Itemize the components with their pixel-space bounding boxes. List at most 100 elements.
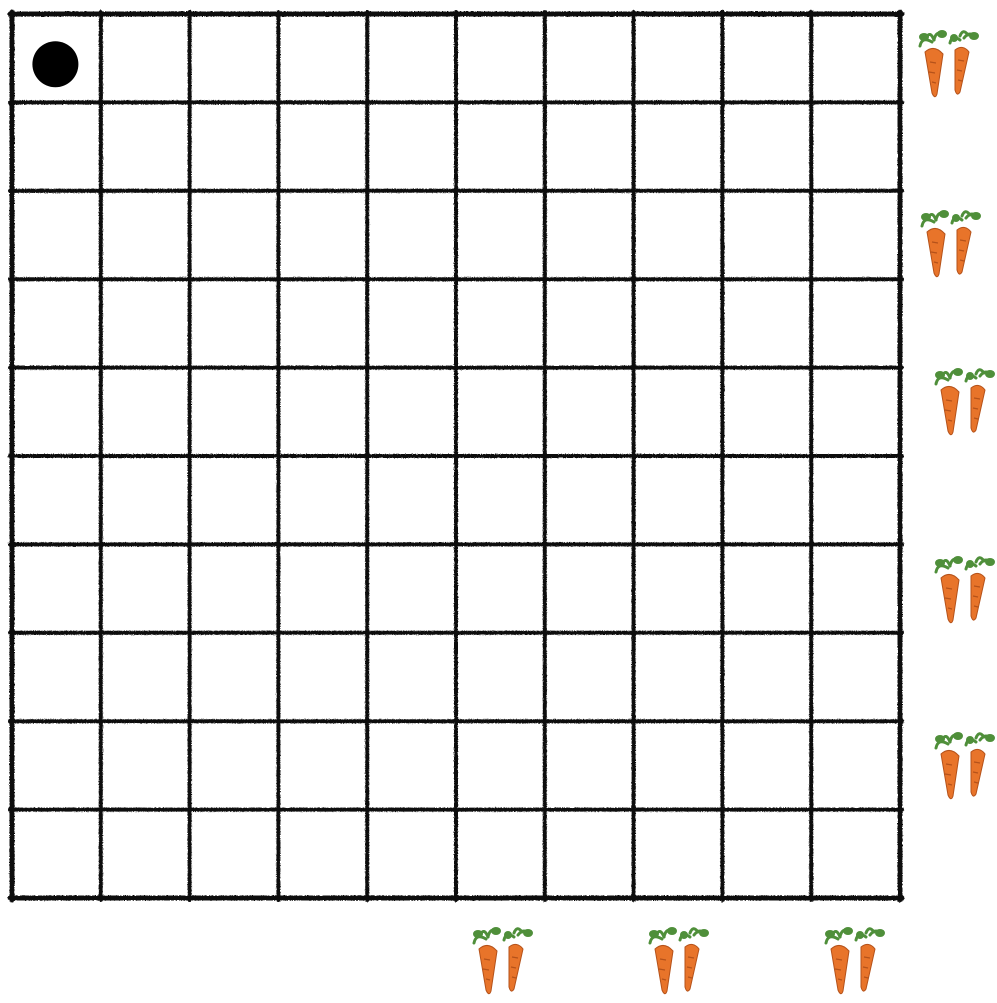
- grid-cell[interactable]: [814, 282, 897, 364]
- grid-cell[interactable]: [814, 547, 897, 629]
- grid-cell[interactable]: [15, 547, 98, 629]
- grid-cell[interactable]: [459, 813, 542, 895]
- grid-cell[interactable]: [370, 282, 453, 364]
- grid-cell[interactable]: [15, 371, 98, 453]
- grid-cell[interactable]: [637, 282, 720, 364]
- grid-cell[interactable]: [459, 636, 542, 718]
- grid-cell[interactable]: [725, 282, 808, 364]
- grid-cell[interactable]: [548, 813, 631, 895]
- grid-cell[interactable]: [459, 547, 542, 629]
- grid-cell[interactable]: [193, 105, 276, 187]
- grid-cell[interactable]: [637, 459, 720, 541]
- player-token[interactable]: [32, 41, 78, 87]
- grid-cell[interactable]: [725, 813, 808, 895]
- grid-cell[interactable]: [725, 105, 808, 187]
- grid-cell[interactable]: [814, 459, 897, 541]
- grid-cell[interactable]: [370, 105, 453, 187]
- grid-cell[interactable]: [193, 194, 276, 276]
- grid-cell[interactable]: [281, 547, 364, 629]
- grid-cell[interactable]: [370, 17, 453, 99]
- grid-cell[interactable]: [637, 194, 720, 276]
- grid-cell[interactable]: [459, 194, 542, 276]
- grid-cell[interactable]: [193, 282, 276, 364]
- grid-cell[interactable]: [281, 17, 364, 99]
- grid-cell[interactable]: [281, 282, 364, 364]
- grid-cell[interactable]: [814, 636, 897, 718]
- grid-cell[interactable]: [725, 17, 808, 99]
- grid-cell[interactable]: [104, 813, 187, 895]
- grid-cell[interactable]: [459, 724, 542, 806]
- grid-cell[interactable]: [193, 17, 276, 99]
- grid-cell[interactable]: [104, 282, 187, 364]
- grid-cell[interactable]: [637, 724, 720, 806]
- grid-cell[interactable]: [104, 371, 187, 453]
- grid-cell[interactable]: [104, 17, 187, 99]
- grid-cell[interactable]: [281, 636, 364, 718]
- grid-cell[interactable]: [637, 547, 720, 629]
- grid-cell[interactable]: [637, 371, 720, 453]
- grid-cell[interactable]: [370, 813, 453, 895]
- grid-cell[interactable]: [193, 459, 276, 541]
- grid-cell[interactable]: [548, 105, 631, 187]
- grid-cell[interactable]: [725, 371, 808, 453]
- grid-cell[interactable]: [459, 459, 542, 541]
- grid-cell[interactable]: [15, 636, 98, 718]
- grid-cell[interactable]: [15, 194, 98, 276]
- grid-cell[interactable]: [725, 194, 808, 276]
- grid-cell[interactable]: [370, 371, 453, 453]
- grid-cell[interactable]: [459, 282, 542, 364]
- grid-cell[interactable]: [548, 724, 631, 806]
- grid-cell[interactable]: [725, 547, 808, 629]
- grid-cell[interactable]: [193, 371, 276, 453]
- grid-cell[interactable]: [548, 547, 631, 629]
- grid-cell[interactable]: [725, 636, 808, 718]
- grid-cell[interactable]: [814, 194, 897, 276]
- grid-cell[interactable]: [370, 636, 453, 718]
- grid-cell[interactable]: [548, 282, 631, 364]
- grid-cell[interactable]: [459, 17, 542, 99]
- grid-cell[interactable]: [281, 813, 364, 895]
- grid-cell[interactable]: [814, 17, 897, 99]
- grid-cell[interactable]: [814, 105, 897, 187]
- grid-cell[interactable]: [193, 547, 276, 629]
- grid-cell[interactable]: [814, 724, 897, 806]
- grid-cell[interactable]: [548, 194, 631, 276]
- grid-cell[interactable]: [548, 371, 631, 453]
- grid-cell[interactable]: [104, 724, 187, 806]
- grid-cell[interactable]: [193, 636, 276, 718]
- grid-cell[interactable]: [370, 724, 453, 806]
- grid-cell[interactable]: [459, 105, 542, 187]
- grid-cell[interactable]: [281, 194, 364, 276]
- grid-cell[interactable]: [637, 105, 720, 187]
- grid-cell[interactable]: [548, 459, 631, 541]
- grid-cell[interactable]: [104, 194, 187, 276]
- grid-cell[interactable]: [548, 636, 631, 718]
- grid-cell[interactable]: [814, 371, 897, 453]
- grid-cell[interactable]: [370, 459, 453, 541]
- grid-cell[interactable]: [637, 636, 720, 718]
- grid-cell[interactable]: [370, 194, 453, 276]
- grid-cell[interactable]: [193, 813, 276, 895]
- grid-cell[interactable]: [281, 459, 364, 541]
- grid-cell[interactable]: [725, 724, 808, 806]
- grid-cell[interactable]: [281, 371, 364, 453]
- grid-cell[interactable]: [637, 17, 720, 99]
- grid-cell[interactable]: [814, 813, 897, 895]
- grid-cell[interactable]: [15, 813, 98, 895]
- grid-cell[interactable]: [15, 105, 98, 187]
- grid-cell[interactable]: [370, 547, 453, 629]
- grid-cell[interactable]: [104, 459, 187, 541]
- grid-cell[interactable]: [193, 724, 276, 806]
- grid-cell[interactable]: [104, 547, 187, 629]
- grid-cell[interactable]: [104, 105, 187, 187]
- grid-cell[interactable]: [104, 636, 187, 718]
- grid-cell[interactable]: [548, 17, 631, 99]
- grid-cell[interactable]: [15, 724, 98, 806]
- grid-cell[interactable]: [15, 282, 98, 364]
- grid-cell[interactable]: [725, 459, 808, 541]
- grid-cell[interactable]: [281, 105, 364, 187]
- grid-cell[interactable]: [637, 813, 720, 895]
- grid-cell[interactable]: [15, 459, 98, 541]
- grid-cell[interactable]: [459, 371, 542, 453]
- grid-cell[interactable]: [281, 724, 364, 806]
